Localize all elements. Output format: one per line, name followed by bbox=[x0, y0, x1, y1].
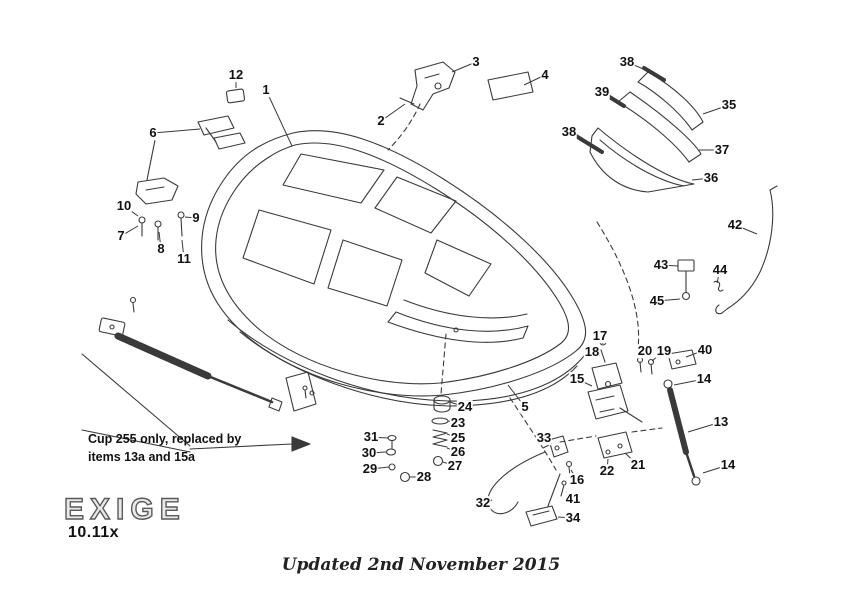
leader-line-14 bbox=[702, 464, 729, 474]
leader-line-33 bbox=[543, 437, 553, 445]
leader-line-43 bbox=[660, 264, 679, 267]
leader-line-36 bbox=[691, 177, 712, 181]
leader-line-25 bbox=[446, 433, 459, 439]
leader-line-6 bbox=[152, 128, 201, 134]
leader-line-29 bbox=[369, 466, 390, 470]
leader-line-41 bbox=[565, 491, 574, 500]
gas-strut-left bbox=[98, 296, 317, 412]
leader-line-10 bbox=[123, 205, 139, 217]
leader-line-23 bbox=[447, 420, 459, 424]
leader-line-40 bbox=[685, 349, 706, 358]
leader-line-31 bbox=[370, 436, 389, 439]
leader-line-9 bbox=[184, 216, 197, 219]
leader-line-16 bbox=[570, 469, 578, 481]
engine-cover-panel bbox=[201, 130, 587, 407]
leader-line-8 bbox=[158, 231, 162, 250]
leader-line-39 bbox=[601, 91, 613, 100]
bonnet-latch-assembly bbox=[399, 61, 534, 111]
leader-line-21 bbox=[624, 452, 639, 466]
gas-strut-right bbox=[663, 379, 701, 486]
leader-line-1 bbox=[265, 89, 293, 147]
leader-line-22 bbox=[606, 458, 609, 472]
brand-logo: EXIGE bbox=[62, 489, 242, 534]
leader-line-30 bbox=[368, 451, 387, 454]
leader-line-14 bbox=[673, 378, 705, 386]
leader-line-32 bbox=[482, 499, 493, 504]
leader-line-13 bbox=[687, 421, 722, 433]
note-pointer-arrow bbox=[81, 353, 311, 453]
leader-line-24 bbox=[449, 401, 466, 408]
leader-line-11 bbox=[181, 239, 185, 260]
section-code: 10.11x bbox=[68, 524, 120, 541]
leader-line-45 bbox=[656, 298, 681, 302]
leader-line-34 bbox=[557, 516, 574, 519]
leader-line-35 bbox=[702, 104, 730, 115]
leader-line-27 bbox=[442, 461, 456, 467]
leader-line-15 bbox=[576, 378, 593, 387]
mounting-pad-and-brackets bbox=[135, 88, 246, 241]
leader-line-42 bbox=[734, 224, 758, 235]
cup-255-note: Cup 255 only, replaced by items 13a and … bbox=[88, 432, 242, 464]
leader-line-17 bbox=[599, 335, 604, 345]
leader-line-20 bbox=[640, 350, 646, 359]
leader-line-26 bbox=[446, 447, 459, 453]
leader-line-38 bbox=[568, 131, 583, 141]
brand-logo-text: EXIGE bbox=[64, 493, 186, 526]
leader-line-38 bbox=[626, 61, 651, 73]
leader-line-19 bbox=[651, 350, 665, 362]
leader-line-7 bbox=[120, 225, 139, 237]
update-date-text: Updated 2nd November 2015 bbox=[281, 555, 561, 575]
leader-line-3 bbox=[451, 61, 477, 73]
leader-line-18 bbox=[591, 351, 601, 357]
leader-line-4 bbox=[523, 74, 546, 86]
leader-line-2 bbox=[380, 103, 406, 122]
leader-line-5 bbox=[507, 384, 526, 408]
leader-line-44 bbox=[716, 269, 721, 284]
